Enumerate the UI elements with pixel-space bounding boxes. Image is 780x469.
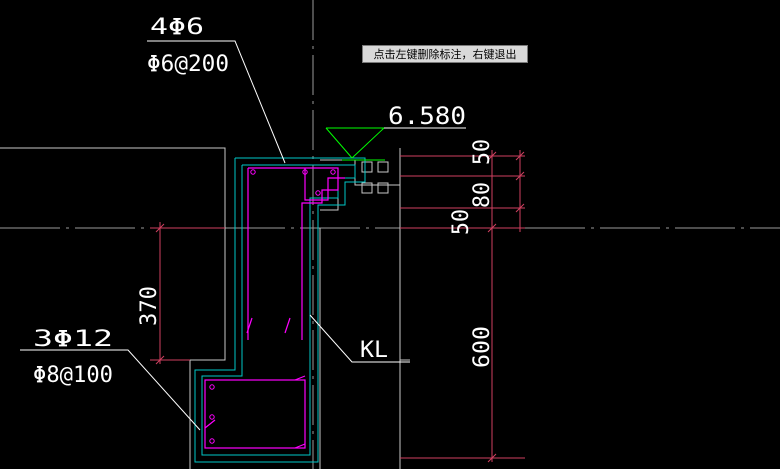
step-square-b: [377, 161, 389, 173]
elevation-value: 6.580: [388, 102, 466, 130]
top-bars-label: 4Φ6: [150, 15, 204, 40]
rebar-dot: [250, 169, 256, 175]
rebar-dot: [330, 169, 336, 175]
dim-right-tick: [487, 453, 497, 463]
rebar-hook-d: [294, 443, 306, 449]
elevation-triangle: [325, 127, 386, 159]
rebar-hook-e: [204, 419, 216, 429]
step-square-d: [377, 182, 389, 194]
dim-seg-mid: 80: [470, 182, 495, 208]
rebar-dot: [209, 414, 215, 420]
rebar: [204, 167, 345, 449]
dim-seg-top: 50: [470, 139, 495, 165]
step-square-a: [361, 161, 373, 173]
dim-seg-low: 50: [449, 209, 474, 235]
step-square-c: [361, 182, 373, 194]
leader-top-bars: [147, 40, 286, 164]
concrete-outer: [194, 157, 366, 463]
dim-left-tick-bottom: [155, 355, 165, 365]
rebar-dot: [209, 438, 215, 444]
rebar-dot: [315, 190, 321, 196]
dim-right-tick: [515, 151, 525, 161]
leader-bottom-bars: [20, 349, 201, 431]
beam-label: KL: [360, 338, 388, 363]
outline-step-lower: [320, 196, 339, 211]
dim-right-tick: [515, 171, 525, 181]
dim-right-tick: [487, 151, 497, 161]
command-tooltip: 点击左键删除标注，右键退出: [362, 45, 528, 63]
bottom-bars-label: 3Φ12: [33, 327, 113, 352]
dim-right-tick: [487, 223, 497, 233]
rebar-dot: [302, 169, 308, 175]
outline-left: [0, 147, 226, 469]
outline-right-upper: [399, 148, 410, 361]
top-stirrup-label: Φ6@200: [147, 52, 229, 77]
rebar-hook-c: [294, 375, 306, 381]
dim-left-height: 370: [137, 286, 162, 326]
rebar-hook-top: [304, 168, 345, 201]
leaders: [20, 40, 410, 431]
rebar-top-stirrup: [248, 167, 339, 340]
concrete-outline: [194, 157, 366, 463]
rebar-dots: [209, 169, 336, 444]
dim-right-tick: [515, 203, 525, 213]
concrete-inner: [201, 164, 356, 456]
leader-beam-label: [309, 314, 410, 363]
dim-right-total: 600: [470, 326, 495, 368]
elevation-symbol: 6.580: [325, 102, 466, 161]
dim-left-tick-top: [155, 223, 165, 233]
dimension-lines: [150, 150, 525, 463]
rebar-hook-b: [284, 317, 291, 334]
rebar-hook-a: [246, 317, 253, 334]
rebar-bottom-stirrup: [204, 379, 306, 449]
rebar-dot: [209, 384, 215, 390]
bottom-stirrup-label: Φ8@100: [33, 363, 113, 388]
